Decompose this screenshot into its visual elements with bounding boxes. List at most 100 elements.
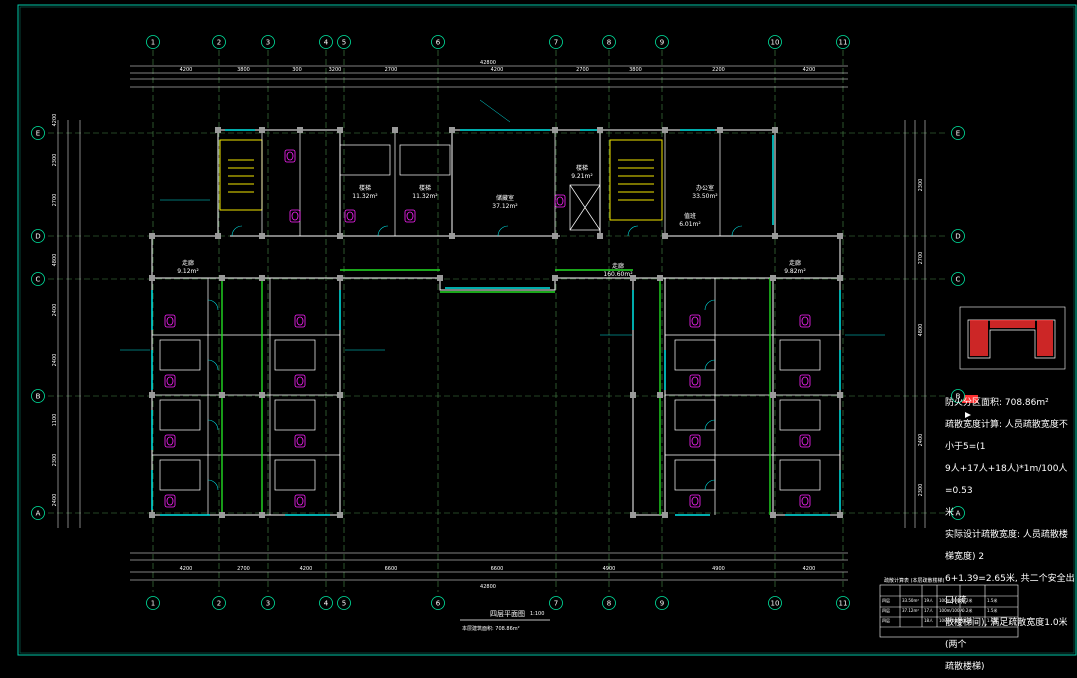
axis-bubble-2: 2 (212, 596, 226, 610)
svg-text:办公室: 办公室 (696, 184, 714, 192)
dim-top: 3800 (629, 67, 642, 73)
dim-top: 2200 (712, 67, 725, 73)
dim-right: 2700 (918, 252, 924, 265)
toilet-fixture-icon (554, 194, 566, 208)
svg-text:走廊: 走廊 (182, 259, 194, 267)
svg-text:8: 8 (607, 39, 611, 47)
svg-text:走廊: 走廊 (612, 262, 624, 270)
svg-text:11.32m²: 11.32m² (352, 193, 378, 200)
axis-bubble-1: 1 (146, 596, 160, 610)
structural-column (657, 275, 663, 281)
structural-column (149, 392, 155, 398)
dim-left: 2400 (52, 494, 58, 507)
structural-column (772, 233, 778, 239)
dim-top: 4200 (491, 67, 504, 73)
structural-column (449, 233, 455, 239)
table-cell: 19人 (924, 598, 934, 603)
axis-bubble-left-D: D (31, 229, 45, 243)
structural-column (552, 275, 558, 281)
toilet-fixture-icon (689, 434, 701, 448)
svg-text:1: 1 (151, 600, 155, 608)
toilet-fixture-icon (294, 314, 306, 328)
svg-text:7: 7 (554, 39, 558, 47)
axis-bubble-5: 5 (337, 35, 351, 49)
structural-column (337, 275, 343, 281)
structural-column (552, 127, 558, 133)
axis-bubble-6: 6 (431, 35, 445, 49)
structural-column (259, 392, 265, 398)
dim-right: 2300 (918, 179, 924, 192)
structural-column (219, 392, 225, 398)
dim-left: 1100 (52, 414, 58, 427)
dim-top: 3200 (329, 67, 342, 73)
note-line: 疏散楼梯) (945, 662, 985, 672)
axis-bubble-8: 8 (602, 35, 616, 49)
axis-bubble-left-A: A (31, 506, 45, 520)
axis-bubble-7: 7 (549, 596, 563, 610)
dim-bottom: 4900 (712, 566, 725, 572)
axis-bubble-11: 11 (836, 35, 850, 49)
structural-column (770, 512, 776, 518)
svg-text:8: 8 (607, 600, 611, 608)
structural-column (149, 512, 155, 518)
toilet-fixture-icon (164, 494, 176, 508)
structural-column (770, 392, 776, 398)
svg-text:3: 3 (266, 39, 270, 47)
axis-bubble-left-E: E (31, 126, 45, 140)
toilet-fixture-icon (689, 494, 701, 508)
overall-dim-bottom: 42800 (480, 584, 496, 590)
axis-bubble-left-C: C (31, 272, 45, 286)
svg-text:D: D (955, 233, 960, 241)
table-title: 疏散计算表 (本层疏散楼梯) (884, 578, 945, 584)
table-cell: 四层 (882, 618, 890, 623)
table-cell: 1.5米 (987, 608, 998, 613)
structural-column (597, 127, 603, 133)
structural-column (662, 127, 668, 133)
structural-column (149, 233, 155, 239)
note-line: 实际设计疏散宽度: 人员疏散楼梯宽度) 2 (945, 530, 1068, 562)
table-cell: 四层 (882, 608, 890, 613)
structural-column (630, 392, 636, 398)
svg-text:9: 9 (660, 39, 664, 47)
dim-top: 3800 (237, 67, 250, 73)
toilet-fixture-icon (164, 314, 176, 328)
svg-text:9.21m²: 9.21m² (571, 173, 593, 180)
svg-text:10: 10 (771, 39, 780, 47)
svg-text:10: 10 (771, 600, 780, 608)
toilet-fixture-icon (799, 434, 811, 448)
svg-text:6.01m²: 6.01m² (679, 221, 701, 228)
dim-top: 2700 (576, 67, 589, 73)
svg-text:B: B (36, 393, 41, 401)
svg-text:楼梯: 楼梯 (419, 184, 431, 192)
room-label: 值班6.01m² (679, 212, 701, 228)
key-plan (959, 306, 1066, 418)
dim-right: 4800 (918, 324, 924, 337)
svg-text:值班: 值班 (684, 212, 696, 220)
axis-bubble-2: 2 (212, 35, 226, 49)
structural-column (219, 275, 225, 281)
toilet-fixture-icon (689, 374, 701, 388)
structural-column (437, 275, 443, 281)
svg-text:A: A (956, 510, 961, 518)
svg-text:11: 11 (839, 600, 848, 608)
svg-text:E: E (36, 130, 40, 138)
structural-column (837, 275, 843, 281)
structural-column (630, 275, 636, 281)
svg-text:5: 5 (342, 39, 346, 47)
table-cell: 37.12m² (902, 608, 919, 613)
dim-top: 4200 (803, 67, 816, 73)
structural-column (337, 512, 343, 518)
svg-text:储藏室: 储藏室 (496, 194, 514, 202)
dim-left: 2400 (52, 304, 58, 317)
svg-text:A: A (36, 510, 41, 518)
structural-column (662, 233, 668, 239)
svg-text:5: 5 (342, 600, 346, 608)
structural-column (657, 392, 663, 398)
axis-bubble-1: 1 (146, 35, 160, 49)
dim-bottom: 6600 (385, 566, 398, 572)
structural-column (392, 127, 398, 133)
structural-column (837, 392, 843, 398)
dim-bottom: 4900 (603, 566, 616, 572)
axis-bubble-10: 10 (768, 596, 782, 610)
